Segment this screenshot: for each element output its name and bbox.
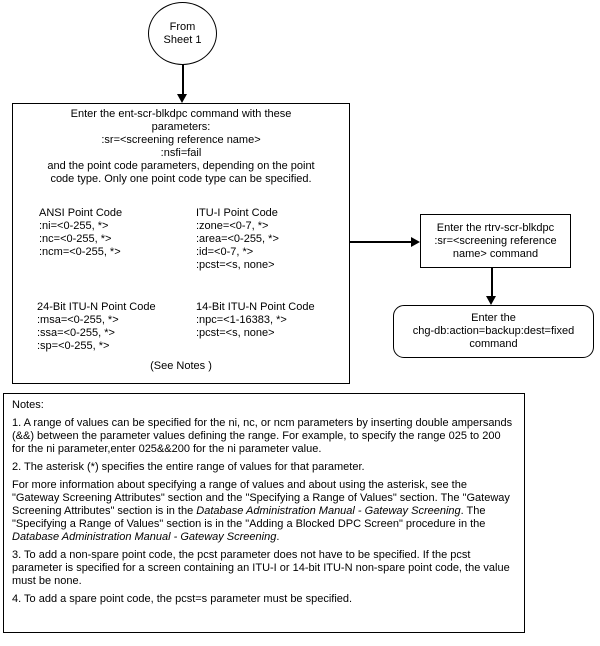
note-text-segment: 3. To add a non-spare point code, the pc…	[12, 549, 510, 587]
itu-i-point-code-group: ITU-I Point Code:zone=<0-7, *> :area=<0-…	[196, 207, 279, 272]
notes-title: Notes:	[12, 399, 44, 411]
arrow-head-main-to-rtrv	[411, 237, 420, 247]
note-text-segment: .	[276, 531, 280, 543]
notes-box: Notes: 1. A range of values can be speci…	[3, 393, 525, 633]
itu-n-14bit-point-code-title: 14-Bit ITU-N Point Code	[196, 301, 315, 313]
itu-n-14bit-point-code-group: 14-Bit ITU-N Point Code:npc=<1-16383, *>…	[196, 301, 315, 340]
itu-n-14bit-point-code-params: :npc=<1-16383, *> :pcst=<s, none>	[196, 314, 287, 339]
ent-scr-blkdpc-instructions: Enter the ent-scr-blkdpc command with th…	[47, 108, 315, 185]
itu-n-24bit-point-code-params: :msa=<0-255, *> :ssa=<0-255, *> :sp=<0-2…	[37, 314, 119, 352]
note-item: 2. The asterisk (*) specifies the entire…	[12, 461, 516, 474]
itu-n-24bit-point-code-group: 24-Bit ITU-N Point Code:msa=<0-255, *> :…	[37, 301, 156, 353]
ansi-point-code-group: ANSI Point Code:ni=<0-255, *> :nc=<0-255…	[39, 207, 122, 259]
note-text-segment: For more information about specifying a …	[12, 479, 510, 517]
note-item: 4. To add a spare point code, the pcst=s…	[12, 593, 516, 606]
itu-n-24bit-point-code-title: 24-Bit ITU-N Point Code	[37, 301, 156, 313]
notes-list: 1. A range of values can be specified fo…	[12, 417, 516, 606]
note-italic-segment: Database Administration Manual - Gateway…	[12, 531, 277, 543]
connector-label: From Sheet 1	[163, 20, 202, 46]
arrow-line-main-to-rtrv	[350, 241, 411, 243]
rtrv-scr-blkdpc-instructions: Enter the rtrv-scr-blkdpc :sr=<screening…	[434, 221, 557, 260]
chg-db-backup-step-box: Enter the chg-db:action=backup:dest=fixe…	[393, 305, 594, 358]
from-sheet-1-connector: From Sheet 1	[148, 2, 217, 65]
note-text-segment: 2. The asterisk (*) specifies the entire…	[12, 461, 365, 473]
arrow-head-rtrv-to-backup	[486, 296, 496, 305]
chg-db-backup-instructions: Enter the chg-db:action=backup:dest=fixe…	[412, 312, 575, 350]
note-text-segment: 1. A range of values can be specified fo…	[12, 417, 513, 455]
rtrv-scr-blkdpc-step-box: Enter the rtrv-scr-blkdpc :sr=<screening…	[420, 214, 571, 268]
note-italic-segment: Database Administration Manual - Gateway…	[196, 505, 461, 517]
ansi-point-code-title: ANSI Point Code	[39, 207, 123, 219]
arrow-head-circle-to-main	[177, 94, 187, 103]
note-item: 1. A range of values can be specified fo…	[12, 417, 516, 456]
note-text-segment: 4. To add a spare point code, the pcst=s…	[12, 593, 353, 605]
itu-i-point-code-params: :zone=<0-7, *> :area=<0-255, *> :id=<0-7…	[196, 220, 279, 271]
note-item: For more information about specifying a …	[12, 479, 516, 544]
arrow-line-circle-to-main	[182, 64, 184, 94]
see-notes-reference: (See Notes )	[150, 360, 212, 372]
note-item: 3. To add a non-spare point code, the pc…	[12, 549, 516, 588]
arrow-line-rtrv-to-backup	[491, 268, 493, 296]
ent-scr-blkdpc-step-box: Enter the ent-scr-blkdpc command with th…	[12, 103, 350, 384]
itu-i-point-code-title: ITU-I Point Code	[196, 207, 278, 219]
ansi-point-code-params: :ni=<0-255, *> :nc=<0-255, *> :ncm=<0-25…	[39, 220, 121, 258]
note-text-segment: . The "Specifying a Range of Values" sec…	[12, 505, 486, 530]
